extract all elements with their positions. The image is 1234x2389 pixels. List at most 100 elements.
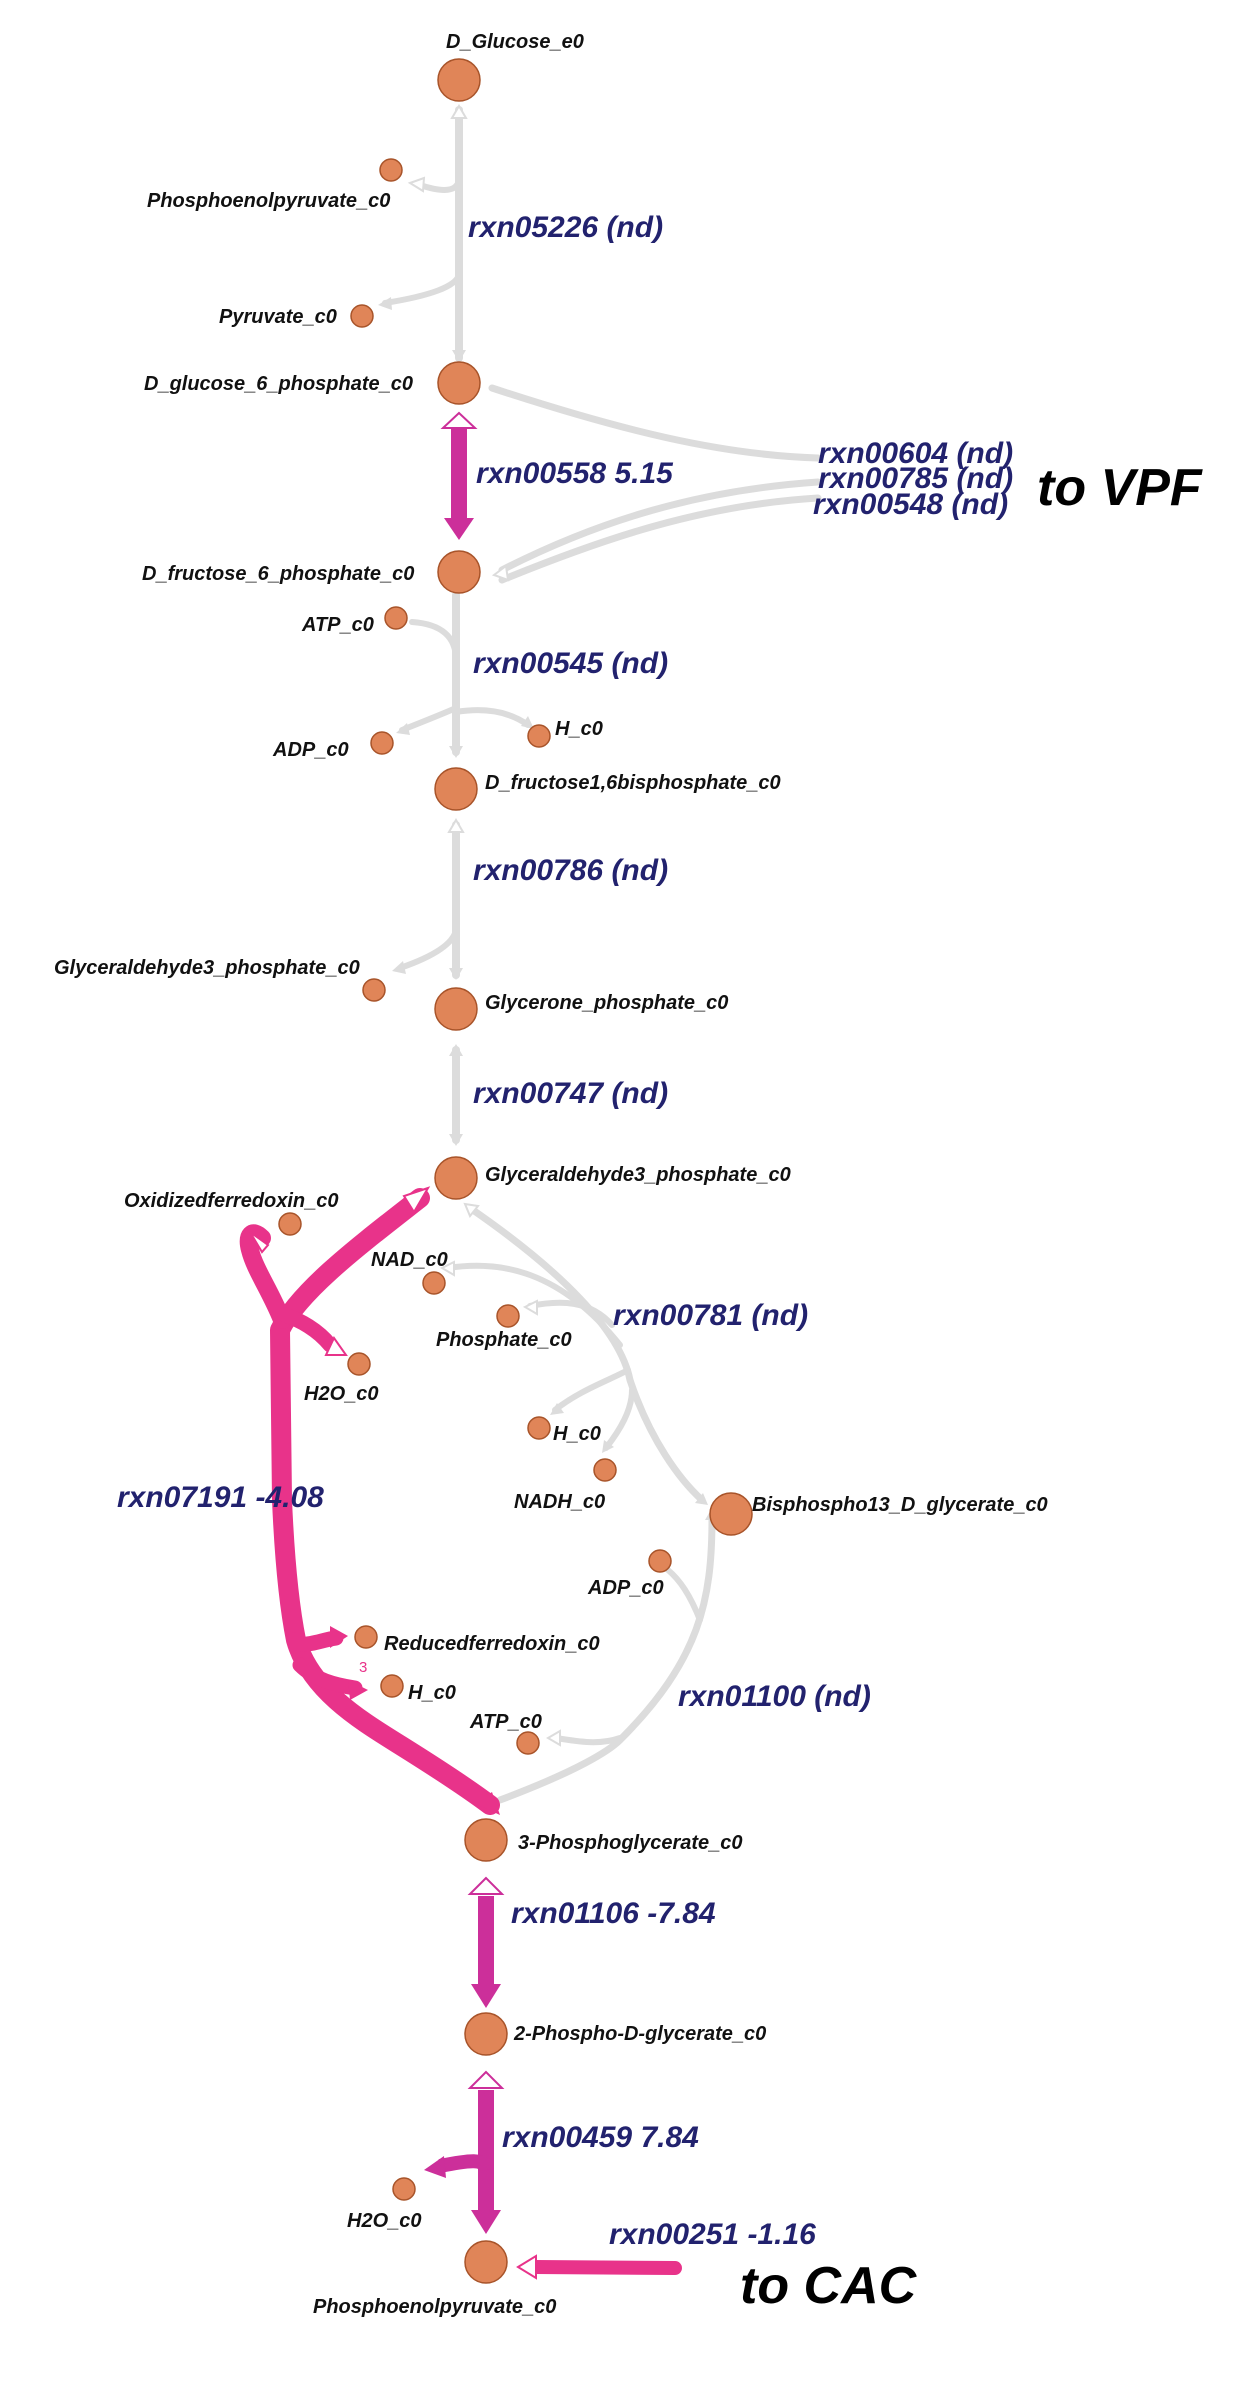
edge-rxn01100-atp[interactable] bbox=[553, 1735, 623, 1746]
arrowhead-bpg-in bbox=[695, 1493, 708, 1505]
arrowhead-2pg-open bbox=[467, 2070, 505, 2089]
rxn-label-rxn00545[interactable]: rxn00545 (nd) bbox=[473, 647, 668, 680]
node-d-fructose-6-phosphate[interactable] bbox=[437, 550, 481, 594]
label-pyruvate: Pyruvate_c0 bbox=[219, 306, 337, 328]
node-2-phospho-d-glycerate[interactable] bbox=[464, 2012, 508, 2056]
node-adp-1[interactable] bbox=[370, 731, 394, 755]
node-glyceraldehyde3-phosphate-left[interactable] bbox=[362, 978, 386, 1002]
arrowhead-g6p-grey bbox=[452, 350, 466, 362]
annotations: 3 to VPF to CAC bbox=[359, 459, 1203, 2315]
node-adp-2[interactable] bbox=[648, 1549, 672, 1573]
arrowhead-oxfd bbox=[249, 1231, 270, 1254]
node-nadh[interactable] bbox=[593, 1458, 617, 1482]
edge-rxn01100-adp[interactable] bbox=[665, 1567, 703, 1623]
edge-rxn00545-adp[interactable] bbox=[399, 705, 459, 733]
label-3-phosphoglycerate: 3-Phosphoglycerate_c0 bbox=[518, 1832, 743, 1854]
edge-rxn07191-h2o[interactable] bbox=[277, 1307, 338, 1353]
flux-edges bbox=[239, 411, 682, 2280]
label-h-3: H_c0 bbox=[408, 1682, 456, 1704]
edge-rxn00781-h[interactable] bbox=[552, 1367, 631, 1413]
label-d-fructose-6-phosphate: D_fructose_6_phosphate_c0 bbox=[142, 563, 414, 585]
edge-rxn07191-redfd[interactable] bbox=[286, 1630, 344, 1652]
edge-rxn00251[interactable] bbox=[528, 2260, 682, 2275]
arrowhead-pep-top bbox=[407, 176, 426, 193]
edge-rxn00604[interactable] bbox=[488, 384, 822, 462]
label-adp-1: ADP_c0 bbox=[272, 739, 349, 761]
edge-rxn00781-main[interactable] bbox=[466, 1204, 706, 1504]
node-h2o-2[interactable] bbox=[392, 2177, 416, 2201]
node-h2o-1[interactable] bbox=[347, 1352, 371, 1376]
rxn-label-rxn00786[interactable]: rxn00786 (nd) bbox=[473, 854, 668, 887]
rxn-label-rxn05226[interactable]: rxn05226 (nd) bbox=[468, 211, 663, 244]
label-reduced-ferredoxin: Reducedferredoxin_c0 bbox=[384, 1633, 600, 1655]
arrowhead-pep-bottom bbox=[471, 2210, 501, 2234]
node-d-fructose-16-bisphosphate[interactable] bbox=[434, 767, 478, 811]
rxn-label-rxn07191[interactable]: rxn07191 -4.08 bbox=[117, 1481, 324, 1514]
node-phosphoenolpyruvate-top[interactable] bbox=[379, 158, 403, 182]
node-d-glucose-e0[interactable] bbox=[437, 58, 481, 102]
node-glyceraldehyde3-phosphate-main[interactable] bbox=[434, 1156, 478, 1200]
rxn-label-rxn00459[interactable]: rxn00459 7.84 bbox=[502, 2121, 699, 2154]
arrowhead-redfd bbox=[330, 1626, 348, 1648]
arrowhead-g6p-open bbox=[440, 411, 478, 429]
arrowhead-dhap-bottom bbox=[449, 1044, 463, 1056]
metabolite-nodes bbox=[278, 58, 753, 2284]
arrowhead-pep-cac bbox=[516, 2254, 537, 2280]
label-phosphoenolpyruvate-top: Phosphoenolpyruvate_c0 bbox=[147, 190, 390, 212]
arrowhead-adp-1 bbox=[396, 723, 410, 735]
rxn-label-rxn00747[interactable]: rxn00747 (nd) bbox=[473, 1077, 668, 1110]
arrowhead-h2o-2 bbox=[424, 2156, 446, 2178]
node-nad[interactable] bbox=[422, 1271, 446, 1295]
node-reduced-ferredoxin[interactable] bbox=[354, 1625, 378, 1649]
edge-rxn00781-pi[interactable] bbox=[527, 1299, 615, 1328]
node-bisphospho13-d-glycerate[interactable] bbox=[709, 1492, 753, 1536]
edge-rxn01100-main[interactable] bbox=[496, 1514, 716, 1804]
arrowhead-g3p-pink bbox=[402, 1186, 431, 1214]
label-atp-1: ATP_c0 bbox=[301, 614, 374, 636]
edge-rxn00548[interactable] bbox=[498, 494, 822, 584]
edge-rxn00545-h[interactable] bbox=[453, 707, 531, 728]
rxn-label-rxn00781[interactable]: rxn00781 (nd) bbox=[613, 1299, 808, 1332]
edge-rxn00545-atp[interactable] bbox=[409, 619, 459, 663]
arrowhead-3pg-pink bbox=[476, 1792, 500, 1815]
edge-rxn07191-oxfd[interactable] bbox=[239, 1224, 291, 1329]
rxn-label-rxn00251[interactable]: rxn00251 -1.16 bbox=[609, 2218, 816, 2251]
rxn-label-rxn00785[interactable]: rxn00785 (nd) bbox=[818, 462, 1013, 495]
node-glycerone-phosphate[interactable] bbox=[434, 987, 478, 1031]
node-3-phosphoglycerate[interactable] bbox=[464, 1818, 508, 1862]
node-h-2[interactable] bbox=[527, 1416, 551, 1440]
edge-rxn00781-nadh[interactable] bbox=[603, 1387, 635, 1451]
node-h-3[interactable] bbox=[380, 1674, 404, 1698]
arrowhead-nad bbox=[439, 1260, 455, 1277]
node-d-glucose-6-phosphate[interactable] bbox=[437, 361, 481, 405]
node-phosphate[interactable] bbox=[496, 1304, 520, 1328]
label-nad: NAD_c0 bbox=[371, 1249, 448, 1271]
rxn-label-rxn00558[interactable]: rxn00558 5.15 bbox=[476, 457, 674, 490]
rxn-label-rxn01100[interactable]: rxn01100 (nd) bbox=[678, 1680, 871, 1713]
rxn-label-rxn01106[interactable]: rxn01106 -7.84 bbox=[511, 1897, 716, 1930]
edge-rxn05226-pep[interactable] bbox=[417, 177, 462, 193]
label-nadh: NADH_c0 bbox=[514, 1491, 605, 1513]
rxn-label-rxn00604[interactable]: rxn00604 (nd) bbox=[818, 437, 1013, 470]
node-oxidized-ferredoxin[interactable] bbox=[278, 1212, 302, 1236]
arrowhead-g3p-rxn00781 bbox=[463, 1202, 480, 1218]
edge-rxn05226-pyr[interactable] bbox=[382, 272, 462, 306]
node-h-1[interactable] bbox=[527, 724, 551, 748]
label-oxidized-ferredoxin: Oxidizedferredoxin_c0 bbox=[124, 1190, 339, 1212]
edge-rxn00786-g3p[interactable] bbox=[397, 927, 459, 971]
node-pyruvate[interactable] bbox=[350, 304, 374, 328]
node-phosphoenolpyruvate-bottom[interactable] bbox=[464, 2240, 508, 2284]
arrowhead-pyruvate bbox=[378, 297, 392, 310]
label-phosphate: Phosphate_c0 bbox=[436, 1329, 572, 1351]
node-atp-1[interactable] bbox=[384, 606, 408, 630]
edge-rxn00785[interactable] bbox=[498, 478, 822, 574]
rxn-label-rxn00548[interactable]: rxn00548 (nd) bbox=[813, 488, 1008, 521]
edge-rxn00781-nad[interactable] bbox=[445, 1262, 623, 1348]
node-atp-2[interactable] bbox=[516, 1731, 540, 1755]
to-cac-label: to CAC bbox=[740, 2257, 918, 2315]
arrowhead-h-2 bbox=[550, 1403, 564, 1415]
label-atp-2: ATP_c0 bbox=[469, 1711, 542, 1733]
arrowhead-h-1 bbox=[521, 716, 534, 729]
edge-rxn00459-h2o[interactable] bbox=[438, 2154, 493, 2173]
